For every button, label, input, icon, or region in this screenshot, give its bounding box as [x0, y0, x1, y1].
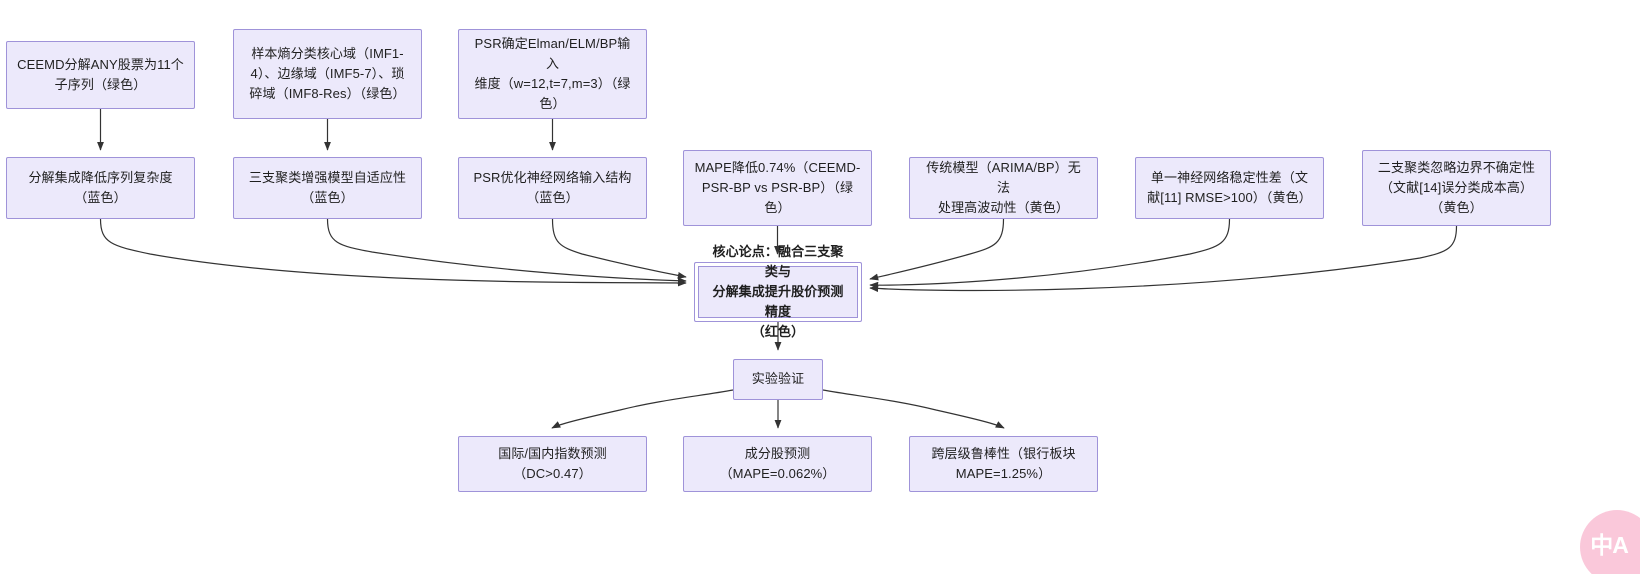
- node-n1[interactable]: CEEMD分解ANY股票为11个 子序列（绿色）: [6, 41, 195, 109]
- node-label: 三支聚类增强模型自适应性 （蓝色）: [248, 169, 407, 205]
- node-exp[interactable]: 实验验证: [733, 359, 823, 400]
- watermark-badge: 中A: [1580, 510, 1640, 574]
- node-label: 传统模型（ARIMA/BP）无法 处理高波动性（黄色）: [926, 159, 1081, 216]
- node-n8[interactable]: 传统模型（ARIMA/BP）无法 处理高波动性（黄色）: [909, 157, 1098, 219]
- node-n2[interactable]: 样本熵分类核心域（IMF1- 4）、边缘域（IMF5-7）、琐 碎域（IMF8-…: [233, 29, 422, 119]
- node-n5[interactable]: 三支聚类增强模型自适应性 （蓝色）: [233, 157, 422, 219]
- node-n9[interactable]: 单一神经网络稳定性差（文 献[11] RMSE>100）（黄色）: [1135, 157, 1324, 219]
- node-r2[interactable]: 成分股预测 （MAPE=0.062%）: [683, 436, 872, 492]
- node-label: 成分股预测 （MAPE=0.062%）: [719, 445, 836, 481]
- node-n6[interactable]: PSR优化神经网络输入结构 （蓝色）: [458, 157, 647, 219]
- node-label: PSR确定Elman/ELM/BP输入 维度（w=12,t=7,m=3）（绿 色…: [474, 35, 631, 112]
- node-label: 二支聚类忽略边界不确定性 （文献[14]误分类成本高） （黄色）: [1377, 159, 1536, 216]
- node-n4[interactable]: 分解集成降低序列复杂度 （蓝色）: [6, 157, 195, 219]
- node-label: 分解集成降低序列复杂度 （蓝色）: [28, 169, 173, 205]
- node-label: 实验验证: [751, 371, 805, 387]
- edge-exp-to-r3: [822, 389, 1005, 429]
- node-core[interactable]: 核心论点：融合三支聚类与 分解集成提升股价预测精度 （红色）: [694, 244, 862, 339]
- edge-n4-to-core: [99, 218, 687, 287]
- edge-n5-to-core: [326, 218, 687, 285]
- node-label: 样本熵分类核心域（IMF1- 4）、边缘域（IMF5-7）、琐 碎域（IMF8-…: [249, 45, 406, 102]
- node-n10[interactable]: 二支聚类忽略边界不确定性 （文献[14]误分类成本高） （黄色）: [1362, 150, 1551, 226]
- edge-n6-to-core: [551, 218, 687, 279]
- node-n7[interactable]: MAPE降低0.74%（CEEMD- PSR-BP vs PSR-BP）（绿 色…: [683, 150, 872, 226]
- node-r3[interactable]: 跨层级鲁棒性（银行板块 MAPE=1.25%）: [909, 436, 1098, 492]
- edge-n10-to-core: [869, 225, 1458, 293]
- node-n3[interactable]: PSR确定Elman/ELM/BP输入 维度（w=12,t=7,m=3）（绿 色…: [458, 29, 647, 119]
- node-label: 核心论点：融合三支聚类与 分解集成提升股价预测精度 （红色）: [712, 243, 844, 340]
- node-r1[interactable]: 国际/国内指数预测 （DC>0.47）: [458, 436, 647, 492]
- node-label: PSR优化神经网络输入结构 （蓝色）: [473, 169, 632, 205]
- edge-n8-to-core: [869, 218, 1005, 281]
- edge-exp-to-r1: [551, 389, 734, 429]
- node-label: 跨层级鲁棒性（银行板块 MAPE=1.25%）: [931, 445, 1076, 481]
- edge-n9-to-core: [869, 218, 1231, 289]
- watermark-text: 中A: [1590, 532, 1629, 558]
- node-label: MAPE降低0.74%（CEEMD- PSR-BP vs PSR-BP）（绿 色…: [694, 159, 861, 216]
- node-label: 国际/国内指数预测 （DC>0.47）: [498, 445, 607, 481]
- node-label: CEEMD分解ANY股票为11个 子序列（绿色）: [17, 56, 184, 92]
- node-label: 单一神经网络稳定性差（文 献[11] RMSE>100）（黄色）: [1147, 169, 1312, 205]
